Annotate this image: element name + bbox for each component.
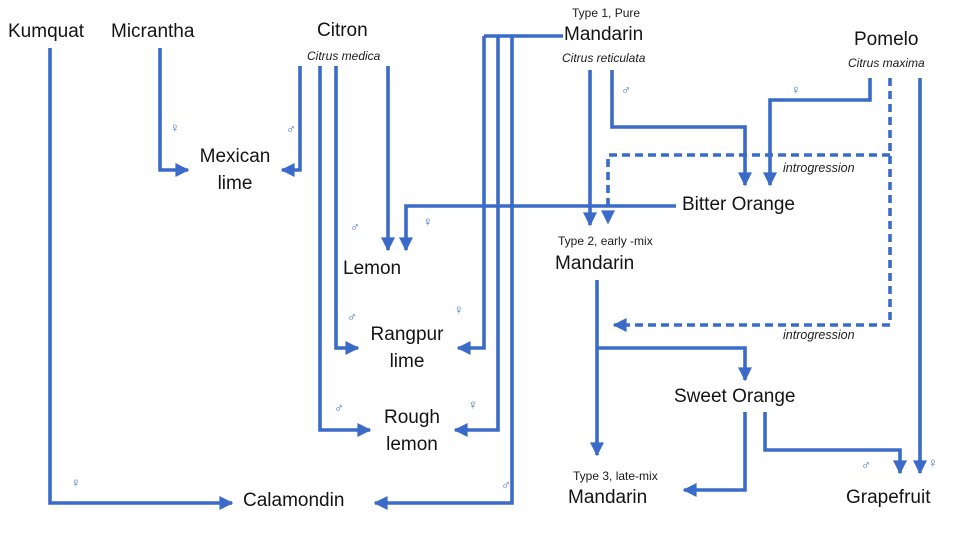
node-mandarin-type1-type: Type 1, Pure <box>572 6 641 20</box>
female-symbol-bitter-orange-lemon: ♀ <box>423 214 433 229</box>
female-symbol-kumquat-calamondin: ♀ <box>71 475 81 490</box>
edge-citron-to-mexican-lime <box>280 66 302 177</box>
edge-citron-to-rough-lemon <box>318 66 372 437</box>
female-symbol-mandarin-rangpur: ♀ <box>454 302 464 317</box>
node-mandarin-type3: Mandarin <box>568 487 648 508</box>
node-mandarin-type3-type: Type 3, late-mix <box>573 469 658 483</box>
male-symbol-citron-lemon: ♂ <box>350 219 360 234</box>
node-calamondin: Calamondin <box>243 490 345 511</box>
node-kumquat: Kumquat <box>8 21 85 42</box>
female-symbol-pomelo-grapefruit: ♀ <box>928 455 938 470</box>
node-mandarin-type2: Mandarin <box>555 253 635 274</box>
edge-mandarin-type2-to-sweet-orange <box>597 346 752 382</box>
male-symbol-mandarin-bitter-orange: ♂ <box>621 82 631 97</box>
female-symbol-pomelo-bitter-orange: ♀ <box>791 82 801 97</box>
edge-citron-to-rangpur-lime <box>334 66 360 355</box>
edge-mandarin-to-rough-lemon <box>453 36 500 437</box>
node-mandarin-type1-species: Citrus reticulata <box>562 51 646 65</box>
male-symbol-citron-rangpur: ♂ <box>347 309 357 324</box>
male-symbol-mandarin-calamondin: ♂ <box>501 477 511 492</box>
node-rangpur-lime-line2: lime <box>389 351 425 372</box>
node-pomelo-species: Citrus maxima <box>848 56 925 70</box>
node-mexican-lime-line1: Mexican <box>199 146 271 167</box>
male-symbol-citron-rough-lemon: ♂ <box>334 400 344 415</box>
edge-sweet-orange-to-grapefruit <box>763 412 907 475</box>
edge-sweet-orange-to-mandarin-type3 <box>682 412 747 497</box>
female-symbol-mandarin-rough-lemon: ♀ <box>468 397 478 412</box>
node-citron-species: Citrus medica <box>307 49 381 63</box>
female-symbol-micrantha-mexican-lime: ♀ <box>170 120 180 135</box>
edge-micrantha-to-mexican-lime <box>158 48 190 177</box>
node-grapefruit: Grapefruit <box>846 487 931 508</box>
node-lemon: Lemon <box>343 258 402 279</box>
edge-pomelo-to-bitter-orange <box>763 78 872 187</box>
edge-bitter-orange-to-lemon <box>399 204 676 252</box>
introgression-label-lower: introgression <box>783 328 855 342</box>
node-mexican-lime-line2: lime <box>217 173 253 194</box>
node-micrantha: Micrantha <box>111 21 195 42</box>
introgression-label-upper: introgression <box>783 161 855 175</box>
node-mandarin-type2-type: Type 2, early -mix <box>558 234 653 248</box>
node-pomelo: Pomelo <box>854 29 919 50</box>
node-citron: Citron <box>317 20 368 41</box>
node-rough-lemon: Rough lemon <box>362 404 462 458</box>
node-rough-lemon-line2: lemon <box>386 434 438 455</box>
edge-mandarin-to-calamondin <box>373 36 514 510</box>
node-rangpur-lime-line1: Rangpur <box>370 324 444 345</box>
male-symbol-sweet-orange-grapefruit: ♂ <box>861 457 871 472</box>
node-bitter-orange: Bitter Orange <box>682 194 795 215</box>
node-sweet-orange: Sweet Orange <box>674 386 796 407</box>
node-rough-lemon-line1: Rough <box>384 407 440 428</box>
node-mexican-lime: Mexican lime <box>185 143 285 197</box>
node-mandarin-type1: Mandarin <box>564 24 644 45</box>
node-rangpur-lime: Rangpur lime <box>357 321 457 375</box>
edge-kumquat-to-calamondin <box>48 48 234 510</box>
edge-mandarin-to-bitter-orange <box>610 70 752 187</box>
male-symbol-citron-mexican-lime: ♂ <box>286 121 296 136</box>
edge-introgression-to-mandarin-type2 <box>601 153 890 225</box>
edge-mandarin-to-rangpur-lime <box>456 36 486 355</box>
